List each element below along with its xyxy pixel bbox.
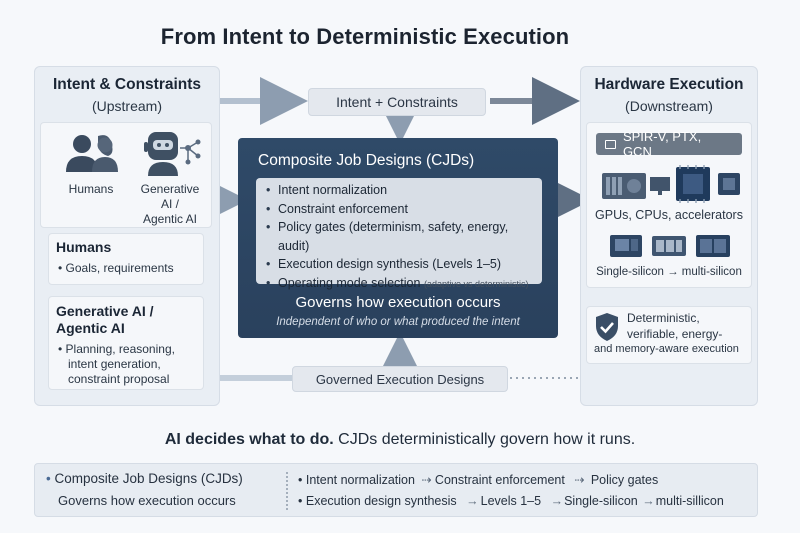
arrow-icon: → xyxy=(550,494,564,508)
isa-chip: SPIR-V, PTX, GCN xyxy=(596,129,742,159)
page-title: From Intent to Deterministic Execution xyxy=(160,24,570,49)
downstream-sub: (Downstream) xyxy=(625,98,713,114)
mode-note: (adaptive vs deterministic) xyxy=(423,278,529,289)
cluster-icon xyxy=(696,235,730,257)
hardware-icons xyxy=(602,165,740,203)
gpus-label: GPUs, CPUs, accelerators xyxy=(595,208,743,222)
verify-line-3: and memory-aware execution xyxy=(594,343,739,355)
humans-icon-label: Humans xyxy=(68,182,114,196)
tagline-bold: AI decides what to do. xyxy=(164,431,334,448)
single-silicon-icon xyxy=(610,235,642,257)
ai-card-title-2: Agentic AI xyxy=(56,320,125,336)
ai-card-bullet-2: intent generation, xyxy=(68,357,161,371)
humans-card-bullet: • Goals, requirements xyxy=(58,261,174,275)
arrow-icon: ⇢ xyxy=(574,473,585,487)
gpu-card-icon xyxy=(602,173,646,199)
footer-bullet-1: • xyxy=(298,473,306,487)
arrow-icon: ⇢ xyxy=(421,473,432,487)
cjd-item-design-synthesis: Execution design synthesis (Levels 1–5) xyxy=(262,255,536,274)
humans-icon xyxy=(66,135,118,172)
ai-card-bullet-3: constraint proposal xyxy=(68,372,170,386)
humans-card xyxy=(48,233,204,285)
upstream-heading: Intent & Constraints xyxy=(52,76,202,93)
accelerator-icon xyxy=(718,173,740,195)
cjd-independent: Independent of who or what produced the … xyxy=(276,316,520,328)
tagline: AI decides what to do. CJDs deterministi… xyxy=(0,431,800,449)
silicon-icons xyxy=(610,235,730,257)
isa-icon xyxy=(605,139,616,149)
footer-summary xyxy=(34,463,758,517)
isa-chip-label: SPIR-V, PTX, GCN xyxy=(622,129,702,159)
ai-card xyxy=(48,296,204,390)
footer-row-1: • Intent normalization ⇢Constraint enfor… xyxy=(298,473,659,487)
cjd-items: Intent normalization Constraint enforcem… xyxy=(256,178,542,292)
multi-silicon-icon xyxy=(652,236,686,256)
cjd-title: Composite Job Designs (CJDs) xyxy=(258,152,475,169)
footer-row-2: • Execution design synthesis →Levels 1–5… xyxy=(298,494,724,508)
arrow-icon: → xyxy=(466,494,479,508)
robot-icon xyxy=(144,132,201,176)
footer-divider xyxy=(286,472,288,510)
monitor-icon xyxy=(650,177,670,195)
arrow-icon: → xyxy=(642,494,655,508)
governed-designs-pill: Governed Execution Designs xyxy=(292,366,508,392)
shield-check-icon xyxy=(596,313,618,341)
upstream-sub: (Upstream) xyxy=(91,98,162,114)
cjd-item-intent-normalization: Intent normalization xyxy=(262,181,536,200)
ai-card-bullet-1: • Planning, reasoning, xyxy=(58,342,175,356)
footer-left-sub: Governs how execution occurs xyxy=(58,493,236,508)
cjd-item-policy-gates: Policy gates (determinism, safety, energ… xyxy=(262,218,536,255)
tagline-rest: CJDs deterministically govern how it run… xyxy=(333,431,636,448)
intent-constraints-pill: Intent + Constraints xyxy=(308,88,486,116)
cjd-governs: Governs how execution occurs xyxy=(295,294,501,311)
upstream-icons-card xyxy=(40,122,212,228)
cpu-icon xyxy=(676,165,710,203)
ai-icon-label-2: AI / xyxy=(160,197,179,211)
downstream-heading: Hardware Execution xyxy=(594,76,744,93)
ai-icon-label-3: Agentic AI xyxy=(142,212,198,226)
cjd-item-operating-mode: Operating mode selection (adaptive vs de… xyxy=(262,274,536,294)
ai-icon-label-1: Generative xyxy=(140,182,200,196)
footer-bullet-2: • xyxy=(298,494,306,508)
silicon-label: Single-silicon → multi-silicon xyxy=(596,266,742,278)
cjd-item-constraint-enforcement: Constraint enforcement xyxy=(262,200,536,219)
verify-line-1: Deterministic, xyxy=(627,311,700,325)
footer-left-title: • Composite Job Designs (CJDs) xyxy=(46,471,243,486)
humans-card-title: Humans xyxy=(56,239,112,255)
verify-line-2: verifiable, energy- xyxy=(627,327,723,341)
ai-card-title-1: Generative AI / xyxy=(56,303,154,319)
